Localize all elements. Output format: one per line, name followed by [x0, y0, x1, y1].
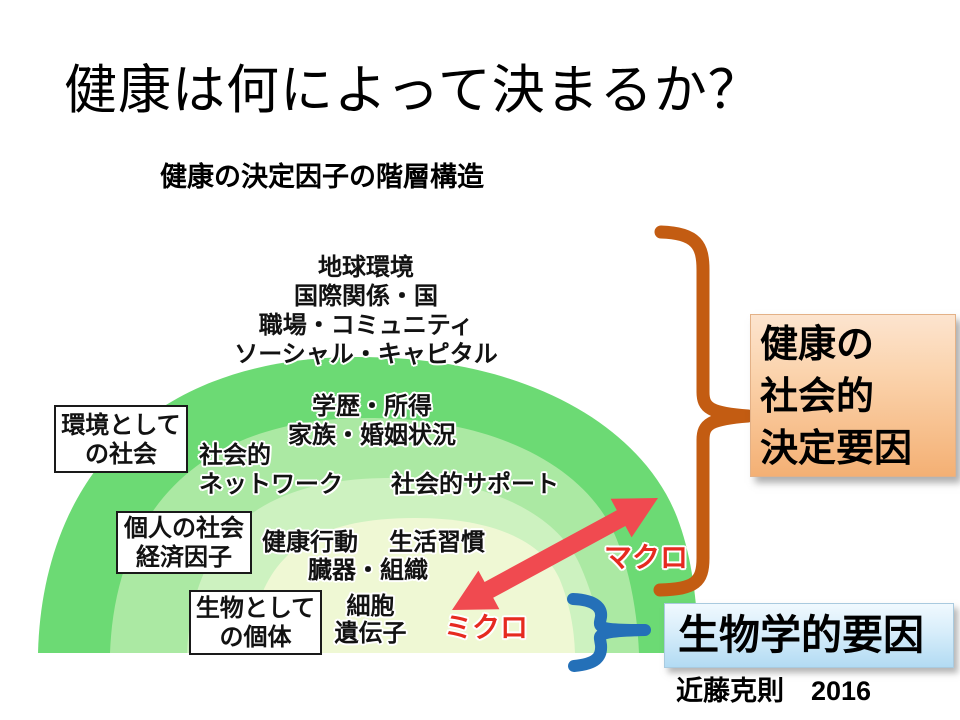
layer-line: 社会的 [199, 442, 271, 469]
macro-label: マクロ [604, 542, 689, 573]
layer-line: 家族・婚姻状況 [288, 422, 456, 449]
layer-line: 職場・コミュニティ [258, 312, 474, 339]
layer-line: ソーシャル・キャピタル [234, 341, 498, 368]
box-line: の社会 [85, 441, 157, 468]
cell-label: 細胞 [346, 593, 395, 620]
layer-line: 国際関係・国 [294, 283, 438, 310]
credit-text: 近藤克則 2016 [676, 676, 872, 706]
layer-line: 学歴・所得 [312, 393, 432, 420]
box-environment-society: 環境として の社会 [54, 405, 188, 473]
social-support-label: 社会的サポート [391, 471, 559, 498]
micro-label: ミクロ [444, 612, 529, 643]
gene-label: 遺伝子 [334, 620, 407, 647]
diagram-title: 健康の決定因子の階層構造 [160, 162, 484, 192]
box-biological-individual: 生物として の個体 [189, 590, 322, 655]
lifestyle-label: 生活習慣 [389, 529, 485, 556]
layer-line: ネットワーク [199, 471, 343, 498]
callout-line: 社会的 [760, 376, 875, 418]
layer-line: 地球環境 [318, 254, 414, 281]
box-line: 生物として [195, 595, 316, 622]
callout-line: 決定要因 [760, 428, 913, 470]
health-behavior-label: 健康行動 [262, 529, 358, 556]
macro-micro-double-arrow-icon [452, 498, 658, 610]
layer-socioeconomic-block: 学歴・所得 家族・婚姻状況 [172, 392, 572, 450]
page-title: 健康は何によって決まるか？ [64, 61, 762, 120]
box-line: 環境として [61, 412, 181, 439]
ring-inner [250, 518, 575, 653]
callout-biological-factor: 生物学的要因 [664, 603, 954, 668]
social-network-label: 社会的 ネットワーク [199, 441, 343, 499]
callout-line: 健康の [760, 324, 875, 366]
orange-brace-icon [653, 225, 755, 597]
box-line: 個人の社会 [124, 515, 244, 542]
box-line: の個体 [219, 624, 292, 651]
box-line: 経済因子 [136, 544, 232, 571]
organ-tissue-label: 臓器・組織 [308, 557, 428, 584]
layer-global-block: 地球環境 国際関係・国 職場・コミュニティ ソーシャル・キャピタル [166, 253, 566, 369]
blue-brace-icon [567, 593, 651, 672]
callout-social-determinants: 健康の 社会的 決定要因 [750, 314, 956, 477]
cell-gene-block: 細胞 遺伝子 [323, 593, 418, 647]
box-personal-socioeconomic: 個人の社会 経済因子 [116, 511, 252, 574]
